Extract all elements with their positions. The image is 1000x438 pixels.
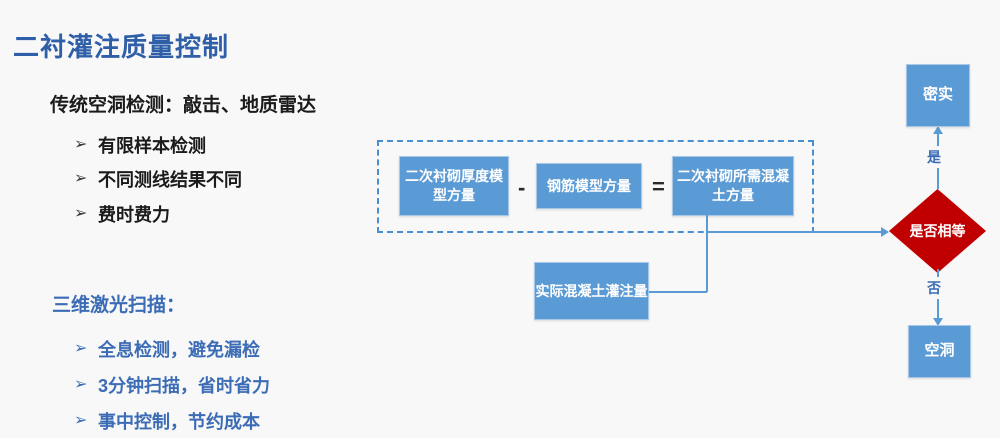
arrowhead-up-icon [933, 126, 943, 134]
list-item-label: 费时费力 [98, 205, 170, 225]
list-item: ➢ 有限样本检测 [74, 132, 206, 158]
branch-label-no: 否 [924, 277, 944, 299]
list-item: ➢ 全息检测，避免漏检 [74, 336, 260, 362]
flow-box-rebar-model-volume: 钢筋模型方量 [536, 163, 642, 209]
list-item: ➢ 事中控制，节约成本 [74, 408, 260, 434]
flow-box-dense-outcome: 密实 [906, 64, 970, 127]
connector-required-to-joint [706, 186, 708, 231]
laser-scanning-heading: 三维激光扫描： [52, 295, 186, 316]
list-item-label: 有限样本检测 [98, 136, 206, 156]
list-item: ➢ 不同测线结果不同 [74, 166, 242, 192]
connector-joint-to-decision [706, 231, 881, 233]
formula-group-dashed-border [377, 140, 814, 233]
list-item-label: 全息检测，避免漏检 [98, 340, 260, 360]
list-item: ➢ 3分钟扫描，省时省力 [74, 372, 270, 398]
connector-actual-to-joint [649, 291, 707, 293]
flow-box-void-outcome: 空洞 [908, 325, 971, 378]
traditional-detection-heading: 传统空洞检测：敲击、地质雷达 [50, 95, 317, 116]
arrowhead-down-icon [933, 318, 943, 326]
list-item-label: 事中控制，节约成本 [98, 412, 260, 432]
connector-joint-vertical [706, 231, 708, 292]
flow-box-lining-thickness-volume: 二次衬砌厚度模型方量 [399, 156, 509, 216]
flow-box-actual-grouted-volume: 实际混凝土灌注量 [534, 262, 649, 320]
decision-label: 是否相等 [909, 223, 966, 239]
list-item-label: 3分钟扫描，省时省力 [98, 376, 271, 396]
arrow-bullet-icon: ➢ [74, 205, 88, 222]
list-item: ➢ 费时费力 [74, 201, 170, 227]
arrow-bullet-icon: ➢ [74, 376, 88, 393]
arrow-bullet-icon: ➢ [74, 136, 88, 153]
arrow-bullet-icon: ➢ [74, 412, 88, 429]
minus-operator: - [518, 175, 526, 200]
page-title: 二衬灌注质量控制 [13, 32, 230, 62]
arrow-bullet-icon: ➢ [74, 340, 88, 357]
list-item-label: 不同测线结果不同 [98, 170, 242, 190]
decision-node-is-equal: 是否相等 [889, 189, 986, 273]
arrow-bullet-icon: ➢ [74, 170, 88, 187]
equals-operator: = [652, 174, 665, 199]
arrowhead-right-icon [881, 227, 889, 237]
branch-label-yes: 是 [924, 146, 944, 168]
flow-box-required-concrete-volume: 二次衬砌所需混凝土方量 [672, 156, 794, 216]
